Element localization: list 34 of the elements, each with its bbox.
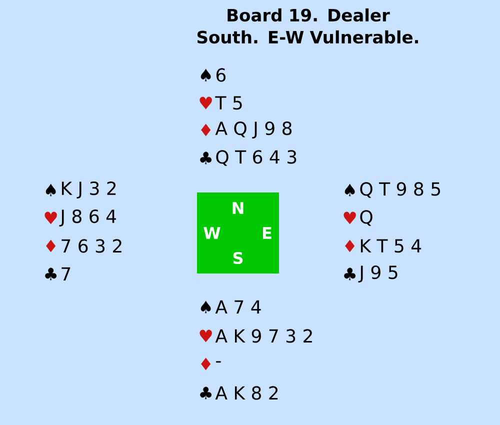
card-ranks: 7	[62, 267, 70, 281]
suit-symbol: ♠	[200, 300, 211, 314]
card-ranks: K J 3 2	[62, 182, 116, 198]
suit-symbol: ♥	[200, 330, 212, 342]
suit-symbol: ♠	[200, 68, 211, 82]
card-ranks: A K 8 2	[215, 386, 278, 400]
card-ranks: Q T 9 8 5	[360, 182, 440, 198]
card-ranks: A K 9 7 3 2	[215, 329, 312, 343]
compass-box: N W E S	[197, 192, 279, 274]
card-ranks: J 8 6 4	[59, 210, 116, 226]
suit-symbol: ♠	[46, 184, 56, 196]
card-ranks: Q T 6 4 3	[216, 150, 296, 166]
card-ranks: 6	[216, 68, 226, 82]
suit-symbol: ♣	[344, 268, 356, 280]
suit-symbol: ♦	[201, 124, 211, 136]
card-ranks: 7 6 3 2	[62, 239, 122, 253]
suit-symbol: ♣	[200, 386, 212, 400]
card-ranks: A 7 4	[215, 300, 261, 314]
card-ranks: K T 5 4	[360, 239, 422, 253]
card-ranks: -	[216, 361, 221, 363]
card-ranks: A Q J 9 8	[215, 122, 292, 138]
card-ranks: T 5	[215, 96, 242, 110]
suit-symbol: ♥	[44, 212, 57, 224]
card-ranks: J 9 5	[358, 266, 398, 282]
title: Board 19. Dealer South. E-W Vulnerable.	[197, 8, 418, 44]
suit-symbol: ♦	[345, 240, 355, 252]
suit-symbol: ♦	[201, 358, 211, 370]
suit-symbol: ♦	[46, 240, 56, 252]
suit-symbol: ♠	[344, 184, 355, 196]
suit-symbol: ♣	[45, 268, 57, 280]
suit-symbol: ♥	[200, 96, 212, 110]
suit-symbol: ♣	[200, 152, 212, 164]
suit-symbol: ♥	[344, 212, 356, 224]
card-ranks: Q	[360, 210, 372, 226]
